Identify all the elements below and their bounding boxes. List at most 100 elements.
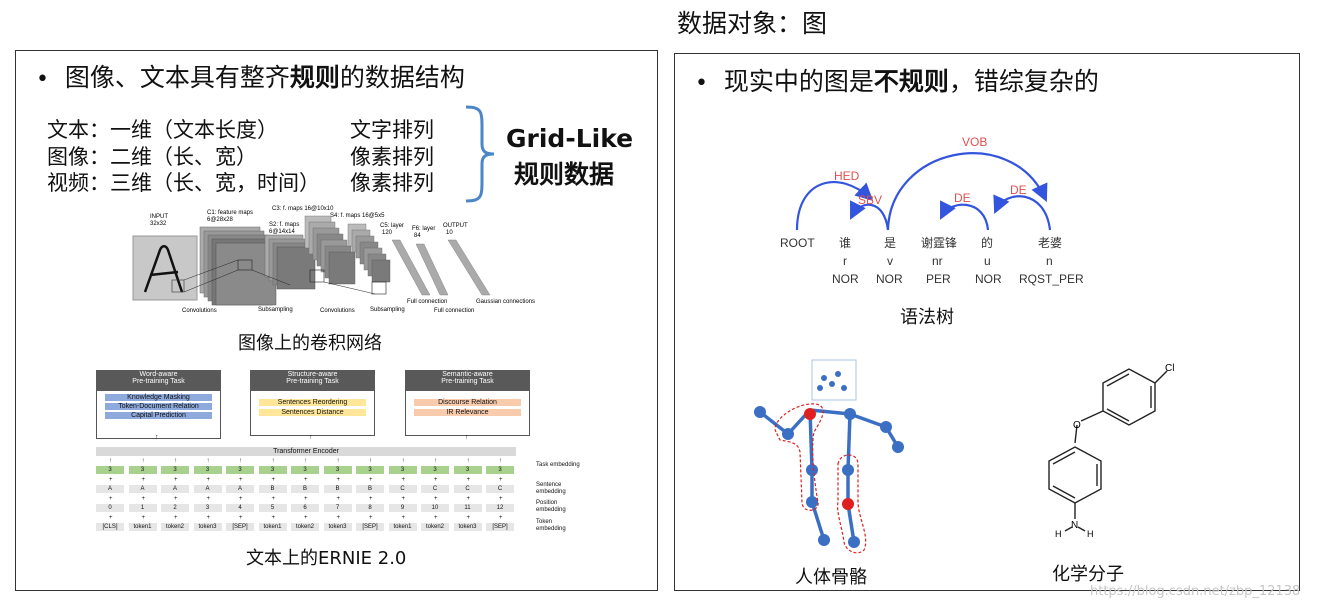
arrow-up-icon: ↑ xyxy=(271,458,275,464)
embedding-cell: 0 xyxy=(96,504,124,512)
arc-label-hed: HED xyxy=(834,169,860,183)
syntax-tree: HED SBV VOB DE DE ROOT 谁 是 谢霆锋 的 老婆 r v … xyxy=(780,135,1084,286)
plus-icon: + xyxy=(466,496,471,502)
row-text-right: 文字排列 xyxy=(350,118,434,142)
arc-label-de-2: DE xyxy=(1010,183,1027,197)
skeleton-caption: 人体骨骼 xyxy=(795,567,867,588)
cnn-sub1: Subsampling xyxy=(258,307,293,313)
cnn-c1-label: C1: feature maps xyxy=(207,210,253,216)
embedding-cell: A xyxy=(226,485,254,493)
dashed-region-leg xyxy=(837,454,867,554)
right-bullet-text-1: 现实中的图是 xyxy=(723,67,874,96)
plus-icon: + xyxy=(109,496,113,502)
cnn-diagram: INPUT 32x32 C1: feature maps 6@28x28 S2:… xyxy=(132,206,535,314)
embedding-cell: B xyxy=(356,485,384,493)
embedding-cell: token2 xyxy=(161,523,189,531)
pos-1: r xyxy=(843,254,847,268)
embedding-cell: 3 xyxy=(96,466,124,474)
embedding-cell: C xyxy=(421,485,449,493)
cnn-full2: Full connection xyxy=(434,308,474,314)
arrow-up-icon: ↑ xyxy=(465,434,469,441)
plus-icon: + xyxy=(466,477,471,483)
plus-icon: + xyxy=(336,477,341,483)
embedding-cell: 6 xyxy=(291,504,319,512)
skeleton-graph xyxy=(754,359,904,554)
embedding-cell: 10 xyxy=(421,504,449,512)
ner-5: RQST_PER xyxy=(1019,272,1084,286)
arrow-up-icon: ↑ xyxy=(141,458,145,464)
embedding-cell: 3 xyxy=(453,466,482,474)
task-title: Word-aware xyxy=(139,371,178,378)
embedding-cell: 3 xyxy=(193,466,222,474)
atom-cl: Cl xyxy=(1165,363,1174,374)
task-subtitle: Pre-training Task xyxy=(441,378,494,385)
task-item: IR Relevance xyxy=(414,409,521,416)
arrow-up-icon: ↑ xyxy=(174,458,177,464)
embedding-cell: 3 xyxy=(291,466,319,474)
cnn-input-size: 32x32 xyxy=(150,221,167,227)
word-2: 是 xyxy=(884,236,896,250)
arc-hed xyxy=(795,181,874,231)
embedding-cell: 1 xyxy=(128,504,157,512)
plus-icon: + xyxy=(239,515,243,521)
atom-o: O xyxy=(1073,420,1081,431)
embedding-cell: token1 xyxy=(128,523,157,531)
plus-icon: + xyxy=(499,515,503,521)
embedding-cell: 3 xyxy=(128,466,157,474)
row-label-task: Task embedding xyxy=(536,462,580,468)
ernie-task-semantic: Semantic-aware Pre-training Task Discour… xyxy=(405,370,530,436)
red-joint-shoulder xyxy=(804,408,816,420)
atom-h-1: H xyxy=(1055,529,1062,539)
row-label-token: Token embedding xyxy=(536,519,566,532)
row-video-label: 视频：三维（长、宽，时间） xyxy=(47,171,320,195)
curly-brace-icon xyxy=(465,105,495,203)
embedding-cell: [SEP] xyxy=(486,523,514,531)
ner-2: NOR xyxy=(876,272,903,286)
plus-icon: + xyxy=(304,515,308,521)
row-image-right: 像素排列 xyxy=(350,145,434,169)
embedding-cell: token3 xyxy=(193,523,222,531)
left-bullet-bold: 规则 xyxy=(289,63,340,92)
arrow-up-icon: ↑ xyxy=(336,458,340,464)
embedding-cell: 3 xyxy=(226,466,254,474)
embedding-cell: [SEP] xyxy=(356,523,384,531)
plus-icon: + xyxy=(336,496,341,502)
embedding-cell: [SEP] xyxy=(226,523,254,531)
letter-a-icon xyxy=(143,245,184,293)
cnn-input-label: INPUT xyxy=(150,214,168,220)
cnn-c1-size: 6@28x28 xyxy=(207,217,233,223)
cnn-f6-size: 84 xyxy=(414,233,421,239)
face-box xyxy=(811,359,857,401)
plus-icon: + xyxy=(369,477,373,483)
embedding-cell: 2 xyxy=(161,504,189,512)
arrow-up-icon: ↑ xyxy=(499,458,502,464)
embedding-cell: token3 xyxy=(453,523,482,531)
embedding-cell: A xyxy=(161,485,189,493)
pos-5: n xyxy=(1046,254,1053,268)
word-1: 谁 xyxy=(839,236,851,250)
embedding-cell: 3 xyxy=(356,466,384,474)
row-image-label: 图像：二维（长、宽） xyxy=(47,145,257,169)
task-title: Semantic-aware xyxy=(442,371,493,378)
left-bullet-text-1: 图像、文本具有整齐 xyxy=(64,63,290,92)
task-subtitle: Pre-training Task xyxy=(132,378,185,385)
cnn-s2-label: S2: f. maps xyxy=(269,222,299,228)
ernie-diagram: Word-aware Pre-training Task Knowledge M… xyxy=(93,370,580,540)
plus-icon: + xyxy=(499,496,503,502)
embedding-cell: 3 xyxy=(323,466,352,474)
cnn-output-layer xyxy=(447,239,491,296)
task-title: Structure-aware xyxy=(287,371,338,378)
plus-icon: + xyxy=(206,496,211,502)
arc-label-vob: VOB xyxy=(962,135,987,149)
arrow-up-icon: ↑ xyxy=(369,458,372,464)
plus-icon: + xyxy=(206,477,211,483)
cnn-conv1: Convolutions xyxy=(182,308,217,314)
ner-1: NOR xyxy=(832,272,859,286)
ernie-caption: 文本上的ERNIE 2.0 xyxy=(246,548,407,569)
arrow-up-icon: ↑ xyxy=(434,458,437,464)
ring-bottom xyxy=(1048,446,1102,504)
embedding-cell: 11 xyxy=(453,504,482,512)
embedding-cell: A xyxy=(96,485,124,493)
embedding-cell: token2 xyxy=(291,523,319,531)
plus-icon: + xyxy=(109,515,113,521)
